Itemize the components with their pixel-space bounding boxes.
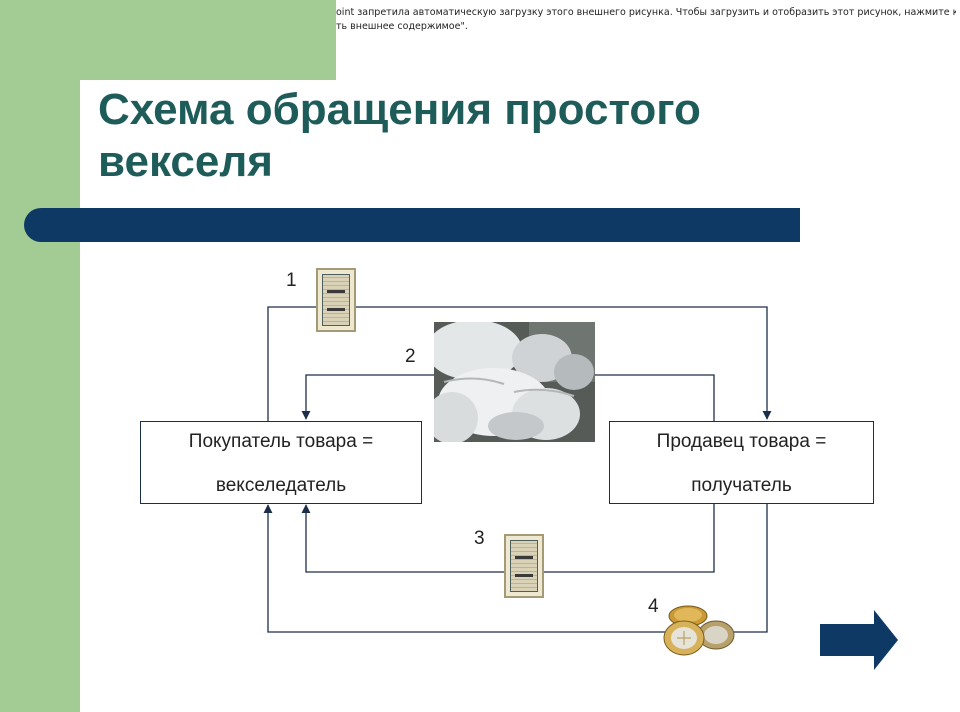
buyer-line-1: Покупатель товара = — [188, 431, 374, 452]
goods-photo — [434, 322, 595, 442]
step-number-1: 1 — [286, 270, 297, 291]
promissory-note-icon — [504, 534, 544, 598]
seller-box: Продавец товара = получатель — [609, 421, 874, 504]
seller-line-2: получатель — [691, 475, 792, 496]
buyer-box: Покупатель товара = векселедатель — [140, 421, 422, 504]
next-arrow-icon[interactable] — [818, 608, 900, 672]
step-number-2: 2 — [405, 346, 416, 367]
title-underline-bar — [24, 208, 800, 242]
notice-line-2: ть внешнее содержимое". — [336, 21, 468, 32]
promissory-note-icon — [316, 268, 356, 332]
flow-line-1 — [267, 306, 772, 421]
coins-icon — [663, 605, 735, 656]
step-number-3: 3 — [474, 528, 485, 549]
slide-title: Схема обращения простого векселя — [98, 85, 701, 186]
step-number-4: 4 — [648, 596, 659, 617]
green-side-panel — [0, 0, 80, 712]
external-image-notice: oint запретила автоматическую загрузку э… — [336, 6, 956, 34]
green-top-panel — [0, 0, 336, 80]
notice-line-1: oint запретила автоматическую загрузку э… — [336, 7, 956, 18]
flow-line-4 — [263, 503, 768, 633]
seller-line-1: Продавец товара = — [656, 431, 827, 452]
buyer-line-2: векселедатель — [215, 475, 347, 496]
